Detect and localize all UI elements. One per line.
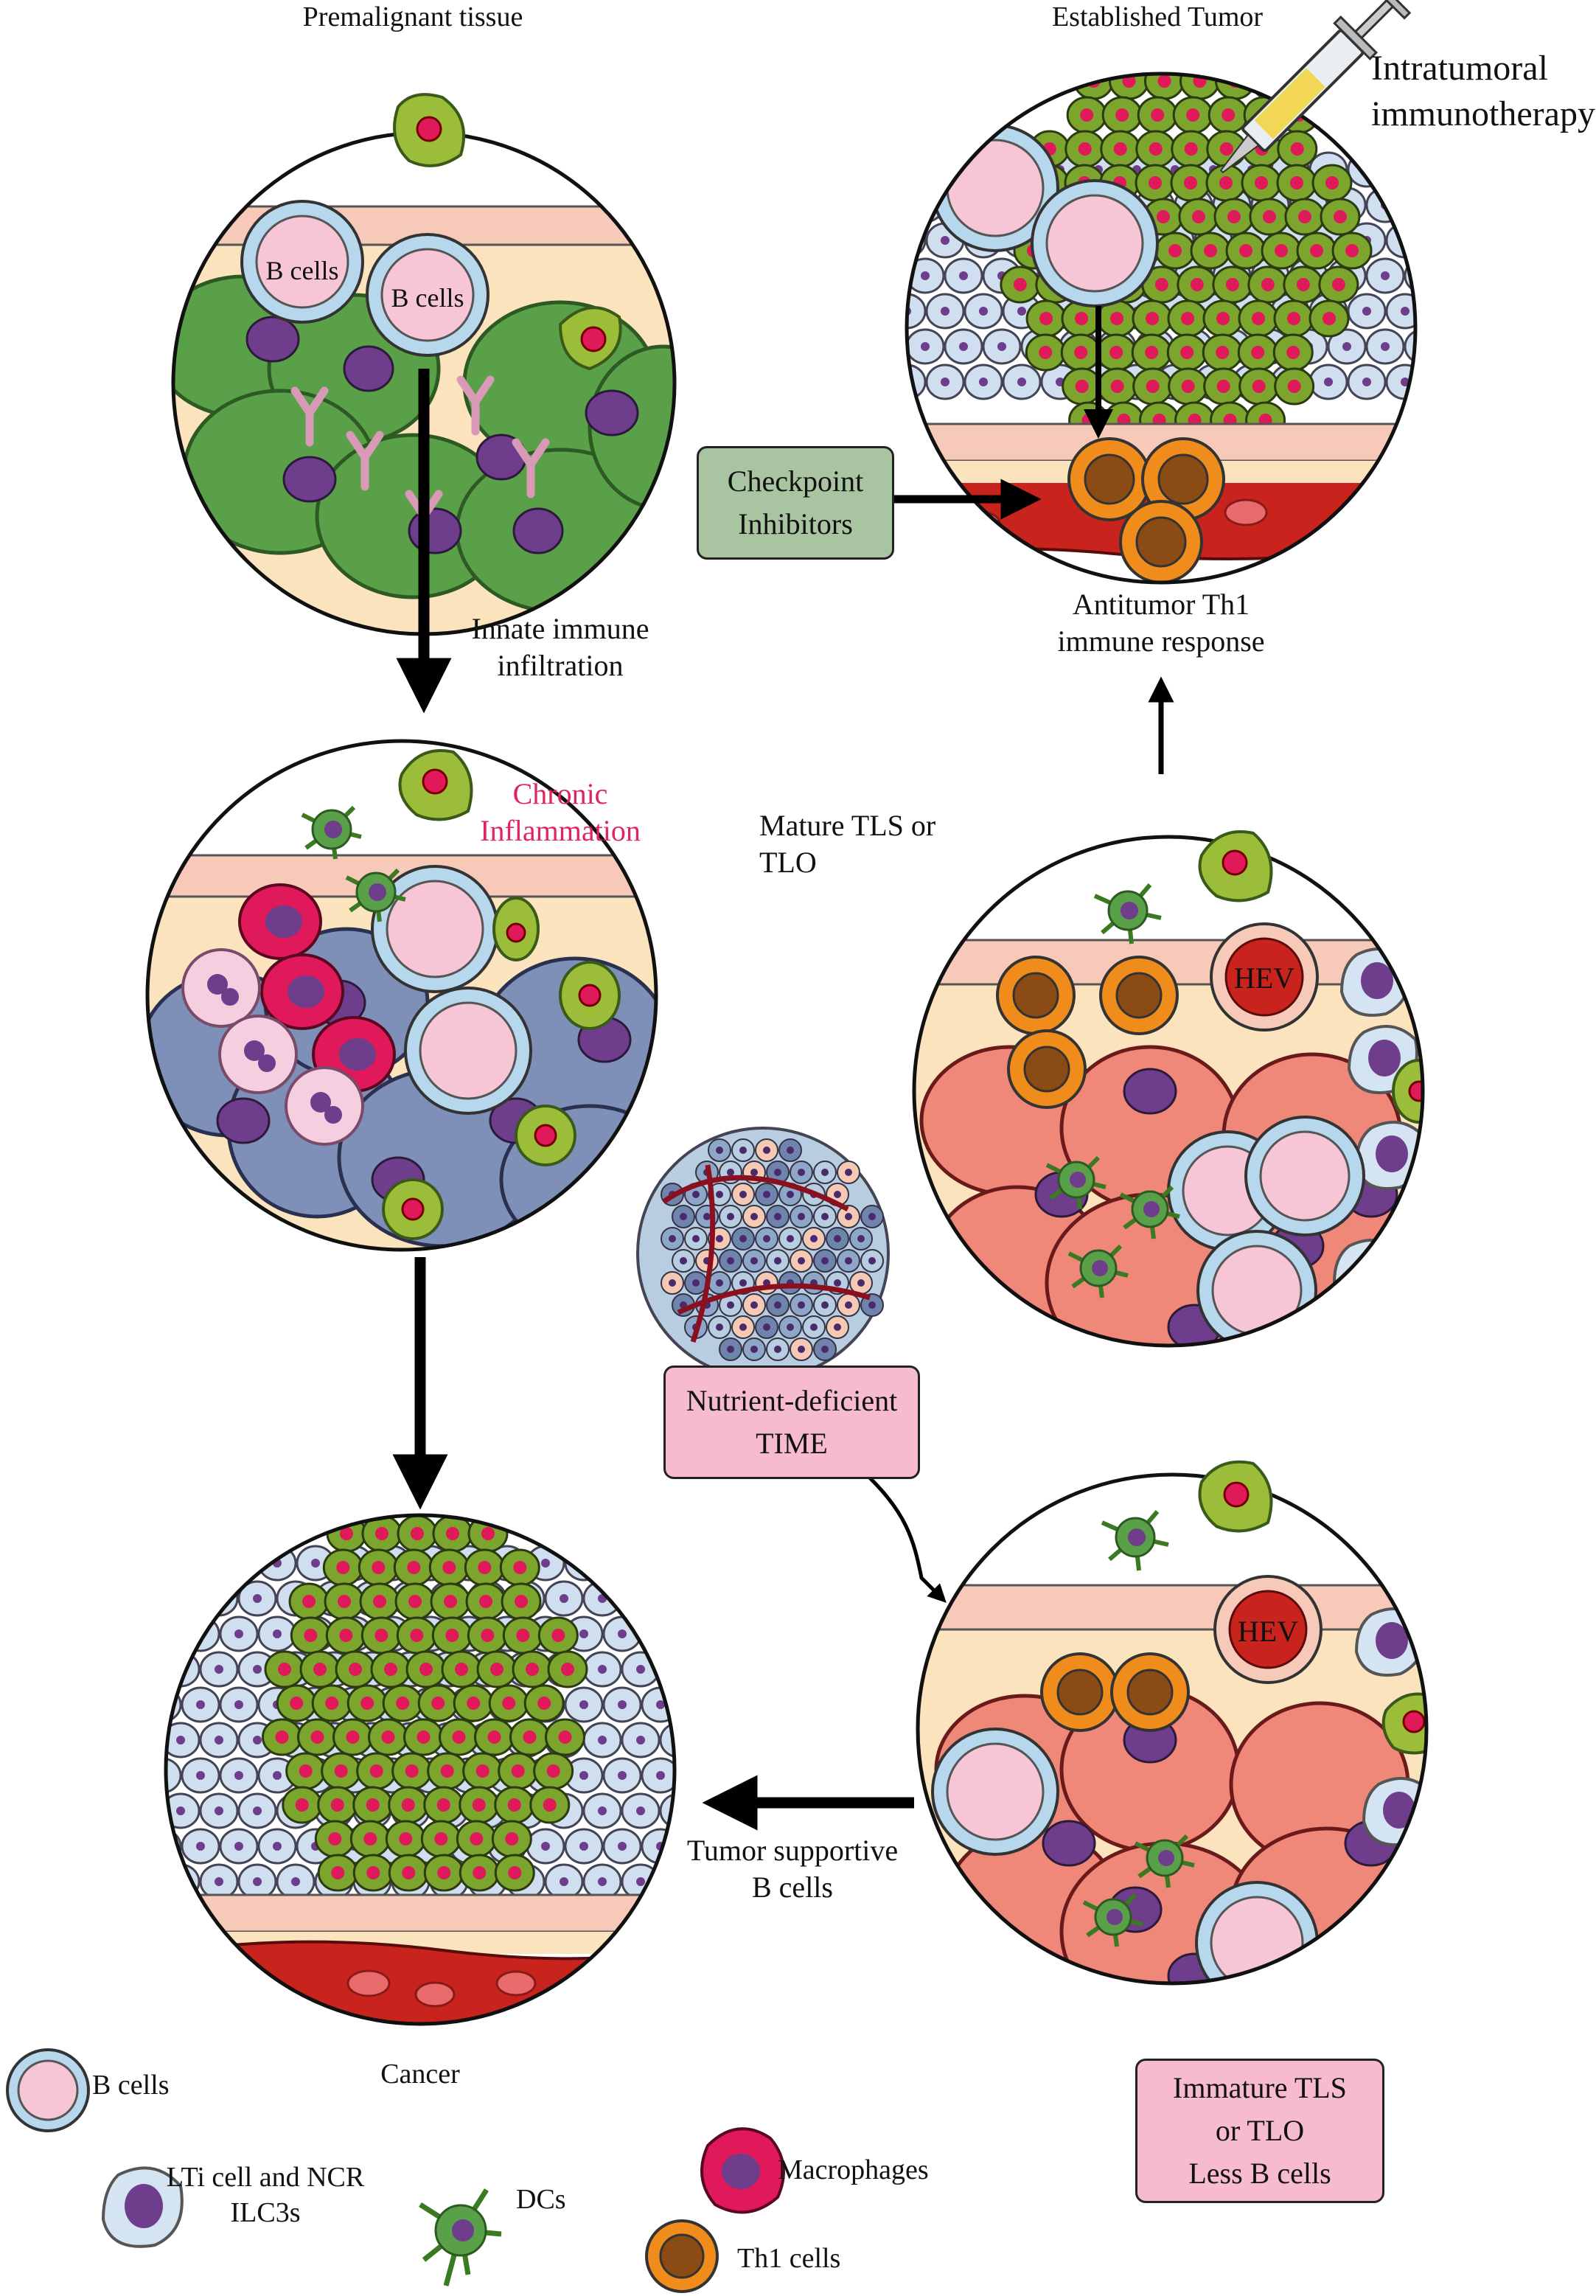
intratumoral-label: Intratumoral immunotherapy <box>1371 49 1595 134</box>
legend-dcs-label: DCs <box>516 2184 566 2215</box>
immature-line-1: Immature TLS <box>1173 2071 1347 2104</box>
legend <box>6 2048 785 2293</box>
innate-arrow-label: Innate immune infiltration <box>471 612 649 682</box>
legend-lti-icon <box>101 2166 184 2248</box>
immature-hev-label: HEV <box>1237 1615 1299 1648</box>
legend-macrophages-label: Macrophages <box>778 2154 929 2185</box>
legend-th1-label: Th1 cells <box>737 2243 841 2274</box>
tumor-supportive-label: Tumor supportive B cells <box>686 1834 899 1904</box>
tumor-spheroid-icon <box>636 1127 890 1380</box>
syringe-icon <box>1219 0 1412 174</box>
immature-tls-panel <box>918 1475 1426 1983</box>
legend-th1-icon <box>645 2219 719 2293</box>
legend-b-cell-icon <box>6 2048 90 2132</box>
immature-line-2: or TLO <box>1215 2114 1305 2147</box>
legend-lti-label: LTi cell and NCR ILC3s <box>166 2162 365 2228</box>
nutrient-line-1: Nutrient-deficient <box>686 1384 898 1417</box>
established-title: Established Tumor <box>1051 1 1264 32</box>
premalignant-b-cell-label-1: B cells <box>265 256 339 285</box>
cancer-panel <box>166 1515 675 2024</box>
cancer-label: Cancer <box>380 2059 460 2090</box>
chronic-inflammation-label: Chronic Inflammation <box>480 777 641 847</box>
nutrient-line-2: TIME <box>756 1427 828 1460</box>
premalignant-b-cell-label-2: B cells <box>391 283 464 313</box>
checkpoint-line-2: Inhibitors <box>738 507 853 540</box>
legend-b-cells-label: B cells <box>92 2070 170 2101</box>
antitumor-arrow-label: Antitumor Th1 immune response <box>1057 588 1265 658</box>
nutrient-deficient-box: Nutrient-deficient TIME <box>663 1366 920 1479</box>
arrows <box>392 369 1174 1831</box>
mature-tls-label: Mature TLS or TLO <box>759 809 936 879</box>
legend-macrophage-icon <box>700 2127 785 2214</box>
mature-hev-label: HEV <box>1233 961 1295 995</box>
premalignant-panel <box>173 133 675 634</box>
immature-tls-box: Immature TLS or TLO Less B cells <box>1135 2059 1384 2203</box>
immature-line-3: Less B cells <box>1188 2157 1331 2190</box>
premalignant-title: Premalignant tissue <box>302 1 523 32</box>
established-tumor-panel <box>907 74 1415 582</box>
checkpoint-inhibitors-box: Checkpoint Inhibitors <box>697 446 894 560</box>
checkpoint-line-1: Checkpoint <box>727 465 864 498</box>
